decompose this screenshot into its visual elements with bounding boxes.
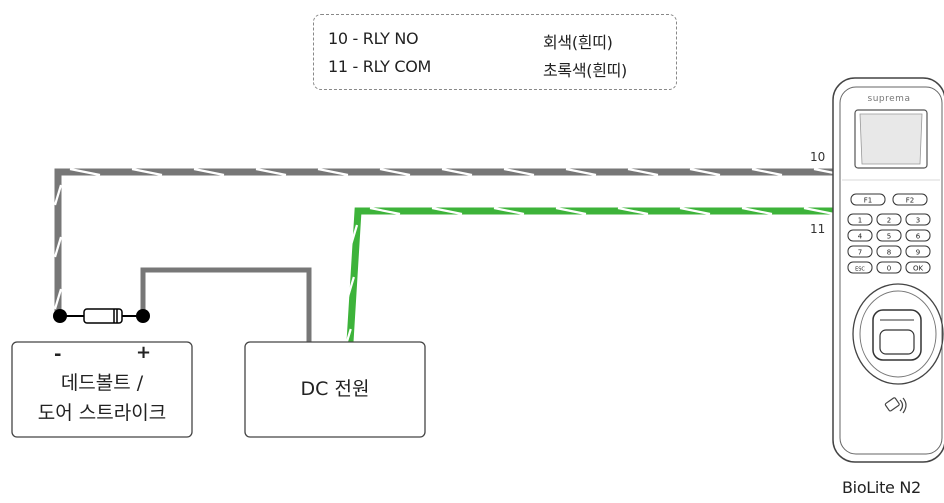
keypad-key: [905, 229, 931, 242]
wire-11-rly-com: [343, 206, 838, 350]
deadbolt-label-line1: 데드볼트 /: [60, 372, 144, 394]
wire-10-rly-no: [53, 167, 845, 320]
keypad-key-label: 5: [887, 233, 891, 241]
wire-stripe: [346, 276, 355, 298]
keypad-key: [847, 229, 873, 242]
dc-power-box: [244, 341, 426, 438]
minus-terminal-dot: [53, 309, 67, 323]
keypad-key-label: 1: [858, 217, 862, 225]
wire-stripe: [803, 206, 835, 216]
legend-color-rly-com: 초록색(흰띠): [543, 61, 627, 80]
wire-stripe: [555, 206, 587, 216]
wire-stripe: [317, 167, 349, 177]
deadbolt-box: [11, 341, 193, 438]
keypad-key: [847, 245, 873, 258]
wire-stripe: [193, 167, 225, 177]
plus-label: +: [136, 342, 152, 363]
keypad-key: [847, 213, 873, 226]
deadbolt-label: 데드볼트 / 도어 스트라이크: [12, 368, 192, 428]
wire-stripe: [131, 167, 163, 177]
wire-stripe: [493, 206, 525, 216]
keypad-key-label: OK: [913, 265, 924, 273]
device-brand: suprema: [867, 94, 911, 104]
diode: [53, 308, 150, 324]
keypad-key: [876, 229, 902, 242]
keypad-key-label: F1: [864, 197, 872, 205]
wire-stripe: [431, 206, 463, 216]
keypad-key-label: 0: [887, 265, 891, 273]
device-name: BioLite N2: [842, 478, 921, 497]
minus-label: -: [54, 344, 62, 365]
legend-row-rly-no: 10 - RLY NO 회색(흰띠): [328, 29, 664, 53]
wire-stripe: [565, 167, 597, 177]
keypad-key-label: 2: [887, 217, 891, 225]
keypad-key: [850, 193, 886, 206]
keypad-key: [876, 261, 902, 274]
wire-stripe: [69, 167, 101, 177]
rfid-card-icon: [884, 397, 907, 414]
wire-stripe: [741, 206, 773, 216]
plus-terminal-dot: [136, 309, 150, 323]
dc-power-wire: [140, 267, 312, 342]
legend-row-rly-com: 11 - RLY COM 초록색(흰띠): [328, 57, 664, 81]
wire-stripe: [379, 167, 411, 177]
keypad-key-label: 4: [858, 233, 863, 241]
wire-stripe: [679, 206, 711, 216]
legend-code-rly-com: 11 - RLY COM: [328, 57, 432, 76]
wire-stripe: [53, 288, 63, 310]
fingerprint-sensor-outer: [852, 283, 944, 385]
wire-stripe: [751, 167, 783, 177]
keypad-key: [905, 245, 931, 258]
wire-stripe: [689, 167, 721, 177]
wire-stripe: [255, 167, 287, 177]
keypad-key-label: 7: [858, 249, 862, 257]
keypad-key: [876, 213, 902, 226]
keypad-key: [892, 193, 928, 206]
keypad-key-label: 8: [887, 249, 891, 257]
wire-legend: 10 - RLY NO 회색(흰띠) 11 - RLY COM 초록색(흰띠): [313, 14, 677, 90]
keypad-key-label: F2: [906, 197, 914, 205]
keypad-key-label: 6: [916, 233, 921, 241]
wire-stripe: [441, 167, 473, 177]
green-wire-stripes: [343, 206, 835, 350]
keypad-key: [847, 261, 873, 274]
wire-stripe: [53, 184, 63, 206]
gray-wire-path: [54, 168, 838, 320]
wire-stripe: [627, 167, 659, 177]
dc-power-label: DC 전원: [300, 378, 370, 400]
deadbolt-label-line2: 도어 스트라이크: [37, 402, 167, 424]
legend-color-rly-no: 회색(흰띠): [543, 33, 613, 52]
wire-stripe: [503, 167, 535, 177]
green-wire-path: [346, 207, 838, 343]
wire-stripe: [617, 206, 649, 216]
wire-stripe: [349, 224, 359, 246]
keypad-key-label: ESC: [855, 267, 865, 273]
gray-wire-stripes: [53, 167, 845, 310]
wire-label-11: 11: [810, 222, 826, 236]
keypad-key: [905, 261, 931, 274]
keypad-key-label: 3: [916, 217, 920, 225]
keypad-key-label: 9: [916, 249, 920, 257]
wire-label-10: 10: [810, 150, 826, 164]
keypad-key: [905, 213, 931, 226]
wire-stripe: [369, 206, 401, 216]
legend-code-rly-no: 10 - RLY NO: [328, 29, 419, 48]
wire-stripe: [53, 236, 63, 258]
keypad-key: [876, 245, 902, 258]
